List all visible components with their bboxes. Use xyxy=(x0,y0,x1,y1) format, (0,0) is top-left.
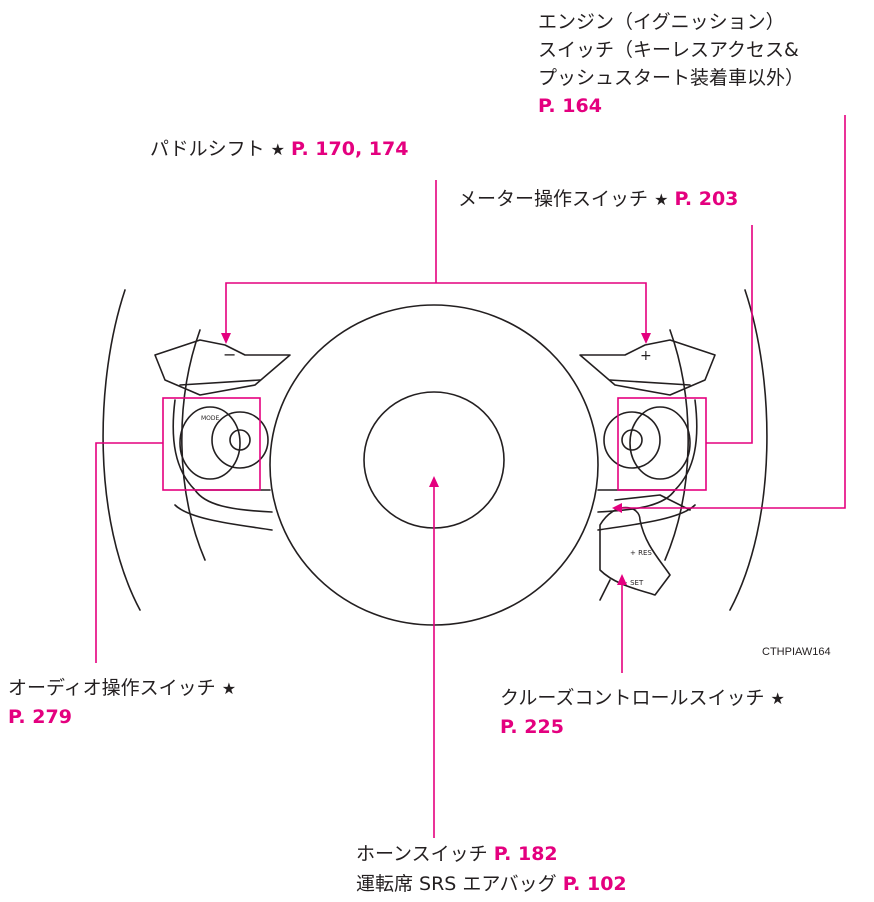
wheel-rim-left xyxy=(102,289,141,611)
audio-switch-text: オーディオ操作スイッチ xyxy=(8,677,216,699)
wheel-rim-inner-left xyxy=(181,329,206,561)
engine-switch-line2: スイッチ（キーレスアクセス& xyxy=(538,39,799,61)
engine-switch-line3: プッシュスタート装着車以外） xyxy=(538,67,805,89)
cruise-switch-ref[interactable]: P. 225 xyxy=(500,716,564,738)
paddle-plus-mark: + xyxy=(640,348,652,364)
airbag-label: 運転席 SRS エアバッグ P. 102 xyxy=(356,870,627,898)
paddle-shift-text: パドルシフト xyxy=(150,138,265,160)
cruise-switch-text: クルーズコントロールスイッチ xyxy=(500,687,765,709)
airbag-ref[interactable]: P. 102 xyxy=(562,873,627,895)
engine-switch-ref[interactable]: P. 164 xyxy=(538,95,602,117)
horn-switch-text: ホーンスイッチ xyxy=(356,843,488,865)
mode-mark: MODE xyxy=(201,415,220,422)
paddle-left xyxy=(154,339,291,396)
wheel-rim-inner-right xyxy=(664,329,689,561)
engine-switch-label: エンジン（イグニッション） スイッチ（キーレスアクセス& プッシュスタート装着車… xyxy=(538,8,804,120)
audio-switch-label: オーディオ操作スイッチ ★ P. 279 xyxy=(8,674,236,731)
audio-switch-ref[interactable]: P. 279 xyxy=(8,706,72,728)
meter-switch-ref[interactable]: P. 203 xyxy=(674,188,739,210)
cruise-switch-label: クルーズコントロールスイッチ ★ P. 225 xyxy=(500,684,785,741)
meter-switch-label: メーター操作スイッチ ★ P. 203 xyxy=(458,185,738,214)
star-icon: ★ xyxy=(654,190,669,209)
horn-switch-label: ホーンスイッチ P. 182 xyxy=(356,840,558,868)
paddle-shift-label: パドルシフト ★ P. 170, 174 xyxy=(150,135,408,164)
cruise-set-mark: − SET xyxy=(622,579,644,587)
star-icon: ★ xyxy=(270,140,285,159)
wheel-rim-right xyxy=(729,289,768,611)
audio-switch-box xyxy=(162,397,261,491)
airbag-text: 運転席 SRS エアバッグ xyxy=(356,873,557,895)
meter-switch-box xyxy=(617,397,707,491)
horn-switch-ref[interactable]: P. 182 xyxy=(493,843,558,865)
paddle-right xyxy=(579,339,716,396)
cruise-res-mark: + RES xyxy=(630,549,652,557)
image-code: CTHPIAW164 xyxy=(762,646,831,658)
star-icon: ★ xyxy=(221,679,237,698)
star-icon: ★ xyxy=(770,689,785,708)
paddle-minus-mark: − xyxy=(223,345,236,364)
engine-switch-line1: エンジン（イグニッション） xyxy=(538,11,785,33)
paddle-shift-ref[interactable]: P. 170, 174 xyxy=(291,138,409,160)
meter-switch-text: メーター操作スイッチ xyxy=(458,188,649,210)
